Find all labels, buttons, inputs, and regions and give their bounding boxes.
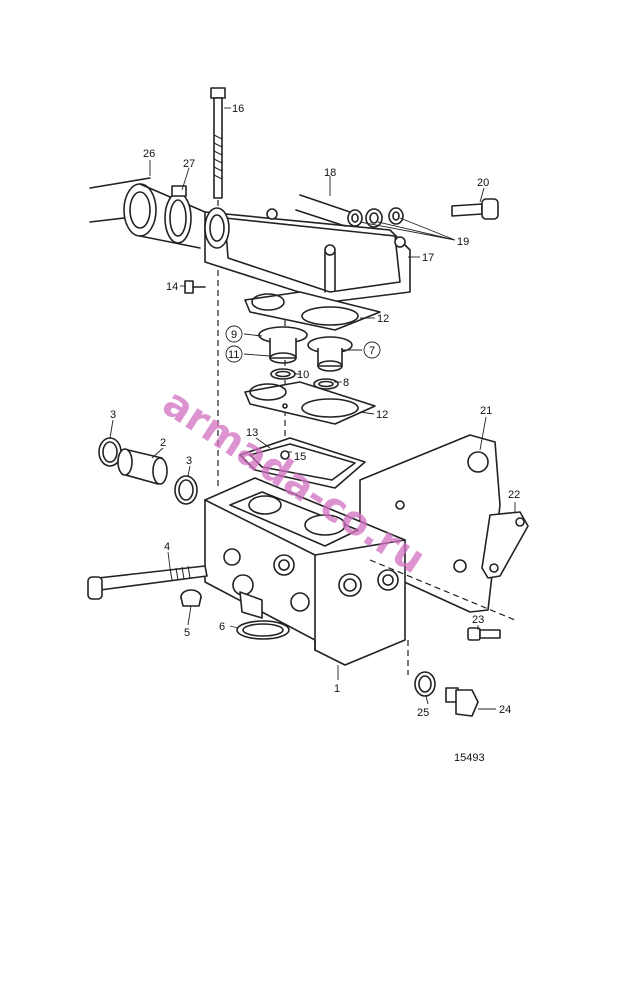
callout-12-lower: 12 [376,409,388,421]
callout-ring-9 [225,325,243,343]
gasket-12-upper [244,291,381,331]
thermostat-9-11 [258,326,308,364]
seal-10 [270,368,296,380]
alignment-line [369,559,516,621]
callout-11: 11 [228,349,239,361]
o-ring-3-right [174,475,198,505]
callout-12-upper: 12 [377,313,389,325]
screw-14 [184,280,206,294]
washer-25 [414,671,436,697]
callout-9: 9 [231,329,237,341]
callout-20: 20 [477,177,489,189]
callout-13: 13 [246,427,258,439]
bolt-16 [210,87,226,199]
screw-15 [280,450,290,460]
pipe-26 [89,177,206,249]
drawing-number: 15493 [454,752,485,764]
callout-17: 17 [422,252,434,264]
callout-14: 14 [166,281,178,293]
callout-15: 15 [294,451,306,463]
callout-ring-11 [225,345,243,363]
callout-1: 1 [334,683,340,695]
callout-7: 7 [369,345,375,357]
callout-24: 24 [499,704,511,716]
callout-5: 5 [184,627,190,639]
strap-22 [481,511,529,579]
washers-19 [347,207,404,228]
callout-3-left: 3 [110,409,116,421]
callout-18: 18 [324,167,336,179]
callout-4: 4 [164,541,170,553]
ring-6 [236,620,290,640]
screw-23 [467,627,501,641]
callout-16: 16 [232,103,244,115]
o-ring-3-left [98,437,122,467]
callout-8: 8 [343,377,349,389]
callout-ring-7 [363,341,381,359]
callout-6: 6 [219,621,225,633]
callout-2: 2 [160,437,166,449]
callout-19: 19 [457,236,469,248]
sleeve-2 [117,448,168,485]
thermostat-7 [307,336,353,372]
thermostat-housing-1 [204,477,406,666]
seal-8 [313,378,339,390]
callout-27: 27 [183,158,195,170]
callout-3-right: 3 [186,455,192,467]
plug-5 [180,589,202,607]
callout-21: 21 [480,405,492,417]
callout-25: 25 [417,707,429,719]
callout-10: 10 [297,369,309,381]
callout-26: 26 [143,148,155,160]
callout-22: 22 [508,489,520,501]
hose-clamp-27 [164,185,192,244]
leader-lines [109,107,516,710]
thermostat-cover-17 [204,207,411,303]
gasket-12-lower [244,381,376,425]
plug-24 [445,687,479,717]
pipe-18 [295,194,351,227]
callout-23: 23 [472,614,484,626]
bolt-20 [451,198,499,220]
bolt-4 [87,565,208,600]
gasket-13 [239,437,366,489]
